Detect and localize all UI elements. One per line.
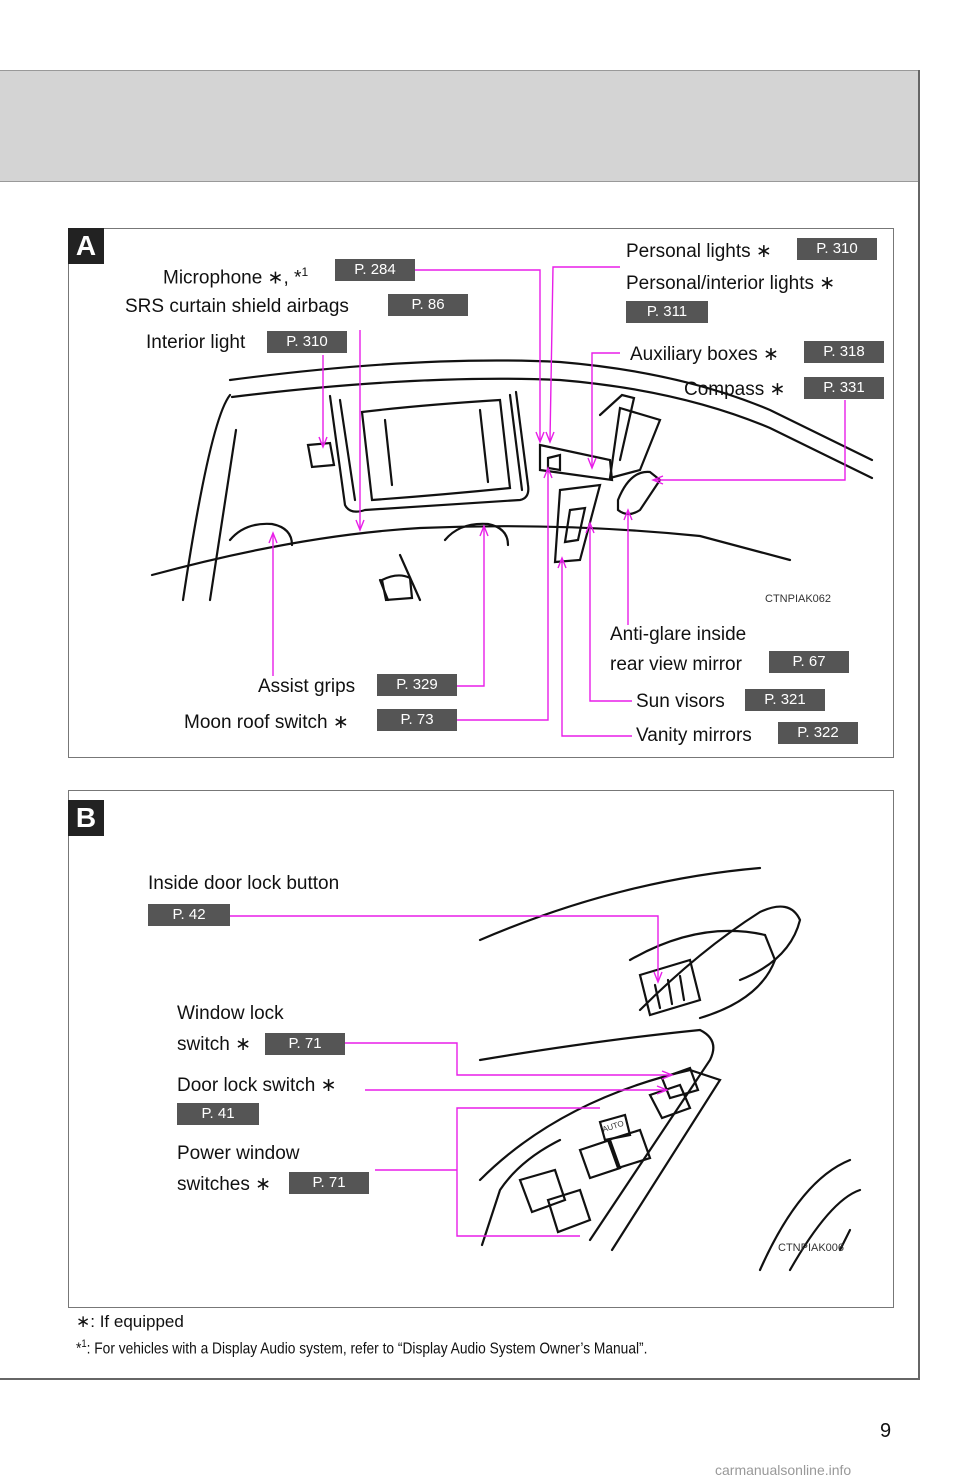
panel-a [68, 228, 894, 758]
personal-lights-label: Personal lights ∗ [626, 241, 772, 262]
figure-code-b: CTNPIAK006 [778, 1242, 845, 1254]
bottom-rule [0, 1378, 920, 1380]
anti-glare-label-line2: rear view mirror [610, 654, 742, 675]
footnote-if-equipped: ∗: If equipped [76, 1312, 184, 1331]
interior-light-label: Interior light [146, 332, 246, 353]
section-b-tag: B [68, 800, 104, 836]
assist-grips-label: Assist grips [258, 676, 356, 697]
leader-lines [230, 266, 846, 1237]
anti-glare-ref[interactable]: P. 67 [769, 651, 849, 673]
personal-interior-lights-ref[interactable]: P. 311 [626, 301, 708, 323]
inside-door-lock-label: Inside door lock button [148, 873, 340, 894]
auxiliary-boxes-label: Auxiliary boxes ∗ [630, 344, 779, 365]
sun-visors-ref[interactable]: P. 321 [745, 689, 825, 711]
interior-light-ref[interactable]: P. 310 [267, 331, 347, 353]
window-lock-label-line1: Window lock [177, 1003, 284, 1024]
door-lock-switch-ref[interactable]: P. 41 [177, 1103, 259, 1125]
watermark: carmanualsonline.info [715, 1462, 852, 1478]
window-lock-label-line2: switch ∗ [177, 1034, 251, 1055]
compass-ref[interactable]: P. 331 [804, 377, 884, 399]
figure-code-a: CTNPIAK062 [765, 593, 832, 605]
ceiling-drawing [150, 359, 874, 602]
vanity-mirrors-ref[interactable]: P. 322 [778, 722, 858, 744]
sun-visors-label: Sun visors [636, 691, 725, 712]
power-window-label-line1: Power window [177, 1143, 300, 1164]
personal-lights-ref[interactable]: P. 310 [797, 238, 877, 260]
assist-grips-ref[interactable]: P. 329 [377, 674, 457, 696]
footnote-display-audio: *1: For vehicles with a Display Audio sy… [76, 1338, 648, 1358]
window-lock-ref[interactable]: P. 71 [265, 1033, 345, 1055]
anti-glare-label-line1: Anti-glare inside [610, 624, 747, 645]
inside-door-lock-ref[interactable]: P. 42 [148, 904, 230, 926]
door-drawing [478, 866, 862, 1272]
page-number: 9 [880, 1420, 892, 1442]
personal-interior-lights-label: Personal/interior lights ∗ [626, 273, 836, 294]
section-a-tag: A [68, 228, 104, 264]
microphone-ref[interactable]: P. 284 [335, 259, 415, 281]
right-rule [918, 70, 920, 1380]
auxiliary-boxes-ref[interactable]: P. 318 [804, 341, 884, 363]
compass-label: Compass ∗ [684, 379, 786, 400]
moon-roof-switch-label: Moon roof switch ∗ [184, 712, 349, 733]
panel-b [68, 790, 894, 1308]
moon-roof-switch-ref[interactable]: P. 73 [377, 709, 457, 731]
power-window-label-line2: switches ∗ [177, 1174, 272, 1195]
srs-airbags-ref[interactable]: P. 86 [388, 294, 468, 316]
srs-airbags-label: SRS curtain shield airbags [125, 296, 349, 317]
microphone-label: Microphone ∗, *1 [163, 265, 309, 289]
leader-arrowheads [268, 431, 674, 1095]
power-window-ref[interactable]: P. 71 [289, 1172, 369, 1194]
vanity-mirrors-label: Vanity mirrors [636, 725, 752, 746]
door-lock-switch-label: Door lock switch ∗ [177, 1075, 337, 1096]
header-band [0, 70, 920, 182]
